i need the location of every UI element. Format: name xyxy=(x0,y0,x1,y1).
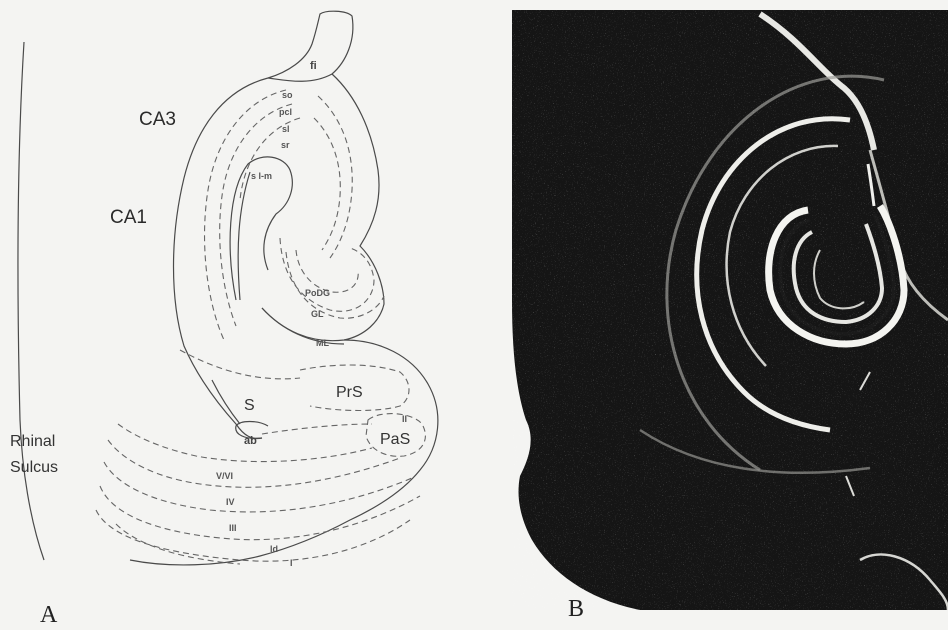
panel-b-photo xyxy=(512,10,948,610)
label-sulcus: Sulcus xyxy=(10,459,58,476)
label-ca3: CA3 xyxy=(139,109,176,130)
label-so: so xyxy=(282,90,293,100)
label-pas: PaS xyxy=(380,431,410,448)
label-ca1: CA1 xyxy=(110,207,147,228)
grain-overlay xyxy=(512,10,948,610)
label-ld: ld xyxy=(270,544,278,554)
entorhinal-band-2 xyxy=(108,440,400,487)
panel-a-labels: fi so pcl sl sr s l-m CA3 CA1 PoDG GL ML… xyxy=(10,60,410,628)
label-i: I xyxy=(290,558,293,568)
panel-b-letter: B xyxy=(568,596,584,622)
layer-line-pcl xyxy=(220,104,292,326)
entorhinal-band-4 xyxy=(100,486,420,540)
panel-a-letter: A xyxy=(40,602,58,628)
panel-a-drawing xyxy=(18,11,438,565)
dentate-granule-dash xyxy=(286,252,384,318)
label-sr: sr xyxy=(281,140,290,150)
label-vvi: V/VI xyxy=(216,471,233,481)
label-podg: PoDG xyxy=(305,288,330,298)
label-rhinal: Rhinal xyxy=(10,433,55,450)
layer-line-right-b xyxy=(314,118,340,250)
label-prs: PrS xyxy=(336,384,363,401)
entorhinal-band-6 xyxy=(116,524,240,564)
label-s: S xyxy=(244,397,255,414)
label-fi: fi xyxy=(310,60,317,72)
label-ab: ab xyxy=(244,435,257,447)
label-iv: IV xyxy=(226,497,235,507)
layer-line-right-a xyxy=(318,96,352,258)
label-pcl: pcl xyxy=(279,107,292,117)
label-ii: II xyxy=(402,414,407,424)
dentate-inner-dash xyxy=(296,250,358,292)
label-gl: GL xyxy=(311,309,324,319)
label-sl: sl xyxy=(282,124,290,134)
entorhinal-band-5 xyxy=(96,510,410,561)
subiculum-dash-upper xyxy=(180,350,300,379)
layer-line-so xyxy=(205,90,286,340)
label-slm: s l-m xyxy=(251,171,272,181)
inner-fold-outline xyxy=(238,172,250,300)
ab-tail xyxy=(212,380,240,424)
rhinal-outline xyxy=(18,42,44,560)
subiculum-dash-lower xyxy=(262,424,372,434)
dentate-outer-dash xyxy=(280,238,374,311)
label-ml: ML xyxy=(316,338,329,348)
label-iii: III xyxy=(229,523,237,533)
layer-line-sl xyxy=(240,118,300,200)
ml-outline xyxy=(262,308,344,344)
